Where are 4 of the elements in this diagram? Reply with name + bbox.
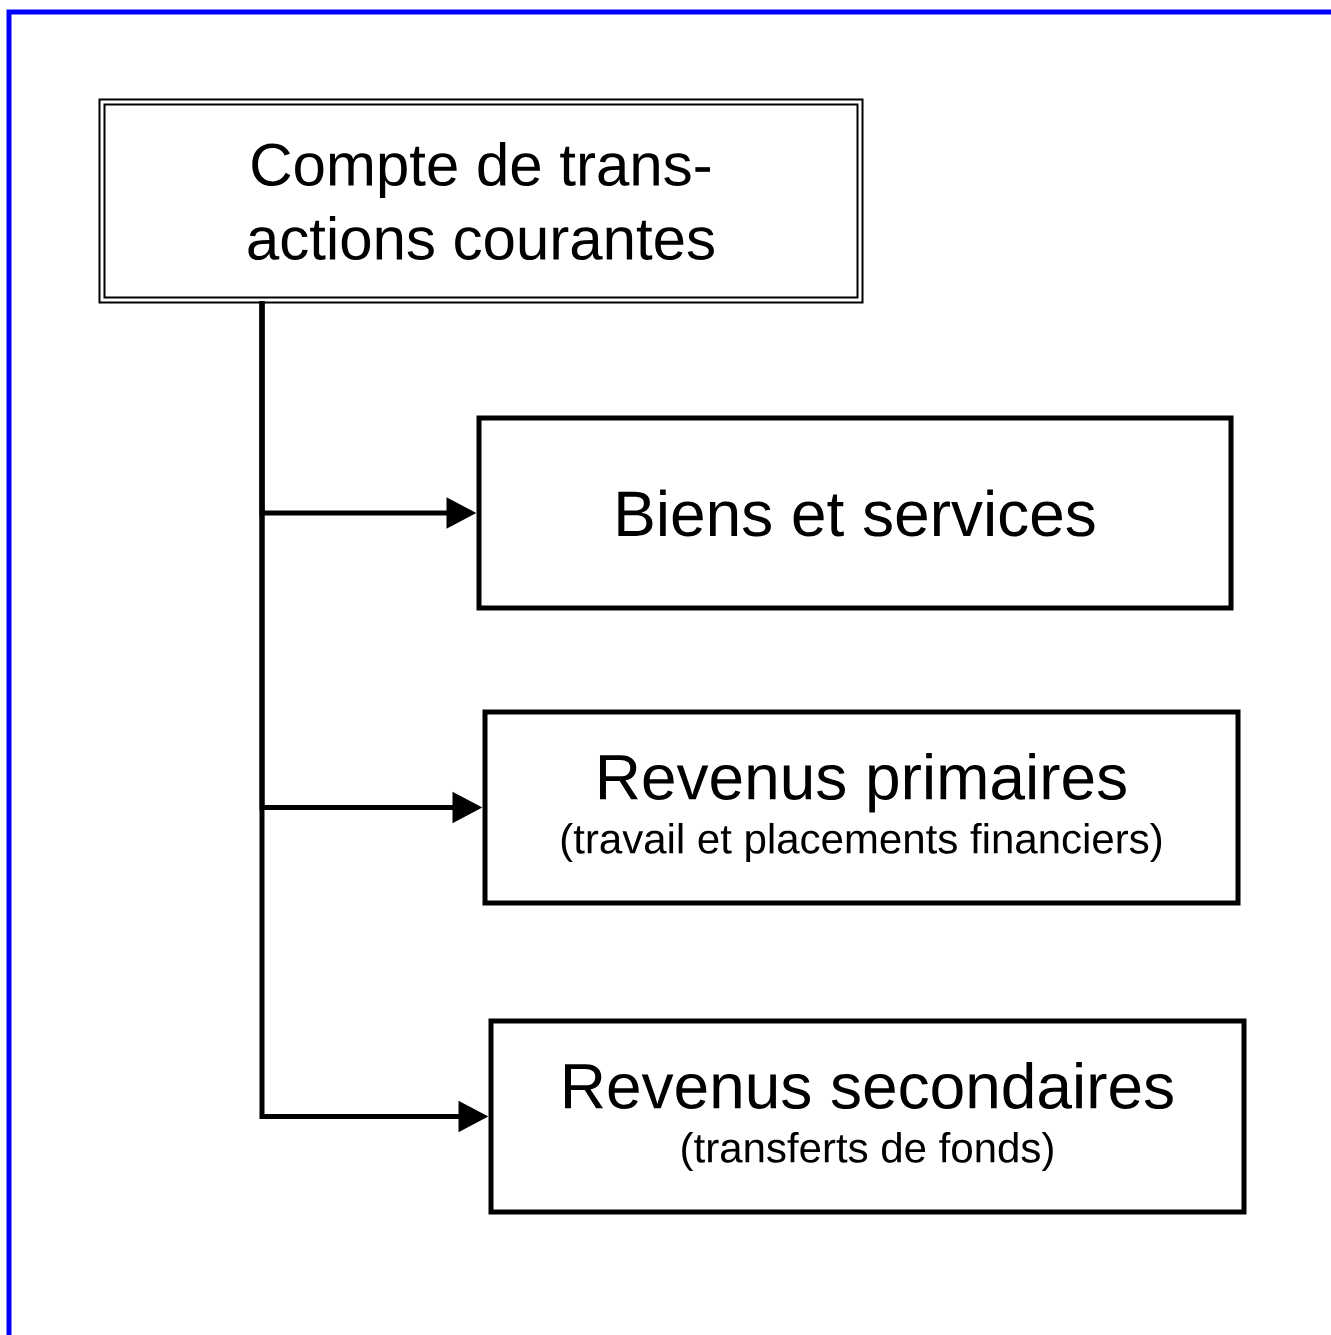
category-box: Revenus secondaires (transferts de fonds) xyxy=(488,1018,1247,1215)
title-box: Compte de trans- actions courantes xyxy=(98,98,864,304)
category-box: Revenus primaires (travail et placements financiers) xyxy=(482,709,1241,906)
category-box: Biens et services xyxy=(476,415,1234,611)
